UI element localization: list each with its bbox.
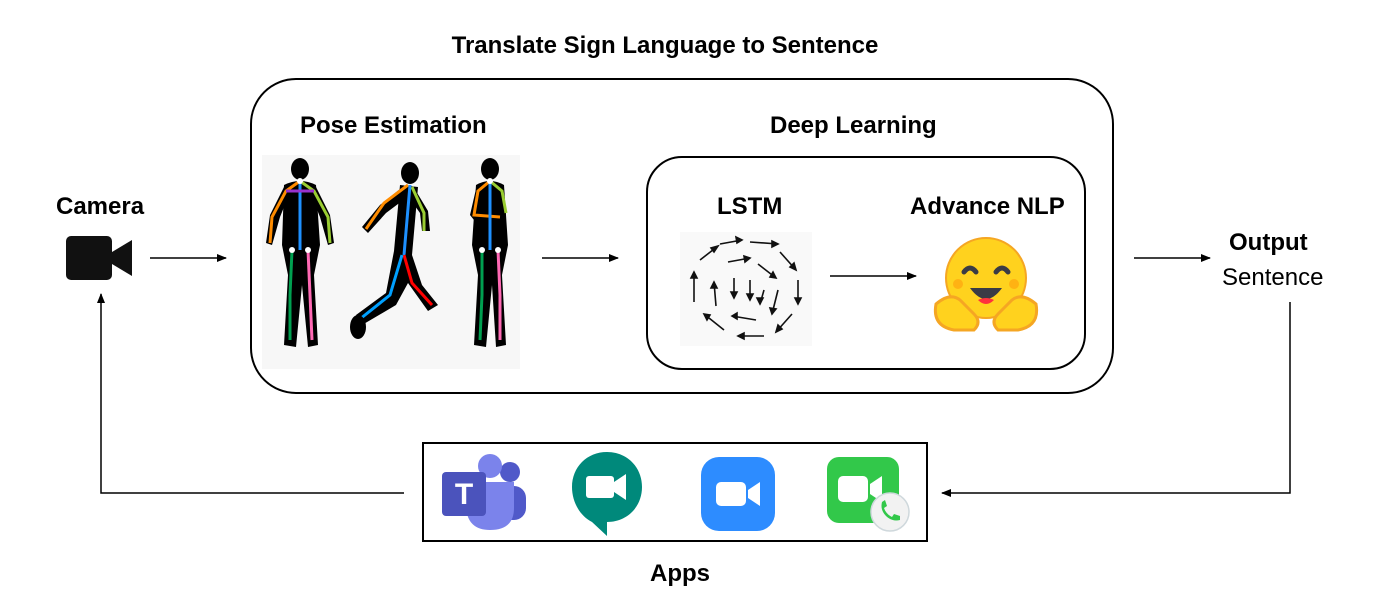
- diagram-title: Translate Sign Language to Sentence: [451, 32, 879, 59]
- camera-label: Camera: [56, 193, 145, 220]
- pose-figure-3: [470, 158, 508, 347]
- output-sentence: Sentence: [1222, 264, 1324, 291]
- vector-field-arrows: [680, 232, 812, 351]
- video-camera-icon: [64, 230, 136, 291]
- deep-learning-box: [646, 156, 1086, 370]
- pose-skeleton-figures: [262, 155, 520, 374]
- zoom-icon: [700, 456, 776, 537]
- output-label: Output: [1229, 229, 1308, 256]
- deep-learning-label: Deep Learning: [770, 112, 937, 139]
- advance-nlp-label: Advance NLP: [910, 193, 1065, 220]
- facetime-icon: [826, 456, 910, 537]
- svg-text:T: T: [455, 478, 473, 511]
- translation-pipeline-box: [250, 78, 1114, 394]
- apps-box: [422, 442, 928, 542]
- hugging-face-emoji: [930, 234, 1042, 339]
- pose-estimation-label: Pose Estimation: [300, 112, 487, 139]
- microsoft-teams-icon: T: [440, 452, 530, 537]
- lstm-label: LSTM: [717, 193, 783, 220]
- apps-label: Apps: [650, 560, 710, 587]
- google-meet-icon: [570, 450, 644, 543]
